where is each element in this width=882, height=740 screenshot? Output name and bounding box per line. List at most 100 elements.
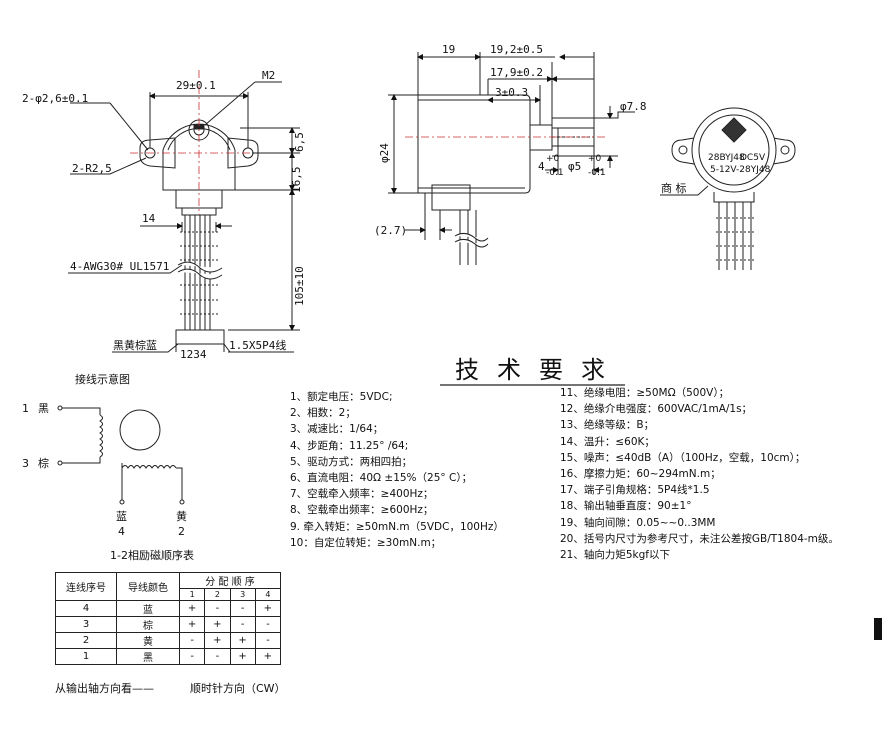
row-step: - bbox=[204, 648, 231, 665]
header-color: 导线颜色 bbox=[116, 572, 180, 601]
dim-27: (2.7) bbox=[374, 224, 407, 237]
pin1-color: 黑 bbox=[38, 402, 49, 415]
row-step: + bbox=[178, 616, 206, 633]
sequence-title: 1-2相励磁顺序表 bbox=[110, 548, 194, 562]
dim-19: 19 bbox=[442, 43, 455, 56]
row-step: + bbox=[229, 632, 256, 649]
dim-h2: 16,5 bbox=[290, 167, 303, 194]
spec-list-right: 11、绝缘电阻：≥50MΩ（500V）； 12、绝缘介电强度：600VAC/1m… bbox=[560, 385, 839, 563]
blue-label: 蓝 bbox=[116, 510, 127, 523]
edge-mark bbox=[874, 618, 882, 640]
dim-3: 3±0.3 bbox=[495, 86, 528, 99]
dim-wire-width: 14 bbox=[142, 212, 156, 225]
row-pin: 4 bbox=[55, 600, 117, 617]
pin-numbers: 1234 bbox=[180, 348, 207, 361]
pin2-number: 2 bbox=[178, 525, 185, 538]
sequence-table: 连线序号 导线颜色 分 配 顺 序 1 2 3 4 4 蓝 + - - + 3 … bbox=[55, 572, 282, 665]
dim-width: 29±0.1 bbox=[176, 79, 216, 92]
header-seq: 分 配 顺 序 bbox=[179, 572, 281, 589]
pin4-number: 4 bbox=[118, 525, 125, 538]
spec-item: 17、端子引角规格：5P4线*1.5 bbox=[560, 484, 710, 497]
row-color: 蓝 bbox=[116, 600, 180, 617]
dim-5-tol-top: +0 bbox=[588, 154, 602, 164]
row-step: - bbox=[178, 648, 206, 665]
spec-item: 16、摩擦力矩：60~294mN.m； bbox=[560, 467, 721, 480]
pin1-number: 1 bbox=[22, 402, 29, 415]
row-step: - bbox=[229, 616, 256, 633]
row-step: - bbox=[229, 600, 256, 617]
spec-item: 14、温升：≤60K； bbox=[560, 435, 655, 448]
spec-item: 4、步距角：11.25° /64; bbox=[290, 439, 409, 452]
spec-item: 20、括号内尺寸为参考尺寸，未注公差按GB/T1804-m级。 bbox=[560, 532, 839, 545]
label-view bbox=[660, 107, 796, 270]
spec-item: 11、绝缘电阻：≥50MΩ（500V）； bbox=[560, 387, 730, 399]
step-header: 2 bbox=[204, 588, 231, 601]
spec-item: 13、绝缘等级：B； bbox=[560, 419, 655, 432]
row-step: + bbox=[204, 616, 231, 633]
label-line-3: 5-12V-28YJ48 bbox=[710, 165, 771, 175]
row-step: + bbox=[254, 600, 282, 617]
footer-right: 顺时针方向（CW） bbox=[190, 682, 286, 695]
dim-m2: M2 bbox=[262, 69, 275, 82]
row-color: 黑 bbox=[116, 648, 180, 665]
pin3-number: 3 bbox=[22, 457, 29, 470]
spec-item: 10：自定位转矩：≥30mN.m； bbox=[290, 536, 442, 549]
label-line-2: DC5V bbox=[740, 153, 766, 163]
wiring-labels: 接线示意图 1 黑 3 棕 蓝 黄 4 2 1-2相励磁顺序表 bbox=[22, 372, 194, 562]
table-row: 1 黑 - - + + bbox=[55, 648, 282, 665]
side-view-labels: 19 19,2±0.5 17,9±0.2 3±0.3 φ7.8 φ24 (2.7… bbox=[374, 43, 647, 237]
spec-item: 9. 牵入转矩：≥50mN.m（5VDC，100Hz） bbox=[290, 520, 504, 533]
step-header: 3 bbox=[229, 588, 256, 601]
spec-list-left: 1、额定电压：5VDC; 2、相数：2； 3、减速比：1/64； 4、步距角：1… bbox=[290, 389, 504, 551]
dim-24: φ24 bbox=[378, 143, 391, 163]
dim-5: φ5 bbox=[568, 160, 581, 173]
row-pin: 1 bbox=[55, 648, 117, 665]
pin3-color: 棕 bbox=[38, 456, 49, 470]
spec-item: 7、空载牵入频率：≥400Hz； bbox=[290, 488, 434, 501]
step-header: 1 bbox=[178, 588, 206, 601]
dim-holes: 2-φ2,6±0.1 bbox=[22, 92, 88, 105]
row-step: - bbox=[254, 616, 282, 633]
spec-item: 1、额定电压：5VDC; bbox=[290, 391, 393, 403]
dim-wire-len: 105±10 bbox=[293, 266, 306, 306]
header-pin: 连线序号 bbox=[55, 572, 117, 601]
dim-78: φ7.8 bbox=[620, 100, 647, 113]
table-row: 4 蓝 + - - + bbox=[55, 600, 282, 617]
row-color: 黄 bbox=[116, 632, 180, 649]
table-row: 3 棕 + + - - bbox=[55, 616, 282, 633]
side-view bbox=[388, 52, 635, 265]
row-pin: 3 bbox=[55, 616, 117, 633]
dim-5-tol-bot: -0.1 bbox=[588, 168, 606, 178]
label-line-1: 28BYJ48 bbox=[708, 153, 745, 163]
row-step: - bbox=[178, 632, 206, 649]
label-view-text: 28BYJ48 DC5V 5-12V-28YJ48 商 标 bbox=[661, 153, 771, 195]
connector-spec: 1.5X5P4线 bbox=[229, 338, 286, 352]
row-step: - bbox=[254, 632, 282, 649]
spec-item: 18、输出轴垂直度：90±1° bbox=[560, 500, 692, 513]
footer-left: 从输出轴方向看—— bbox=[55, 682, 154, 695]
row-step: + bbox=[178, 600, 206, 617]
row-step: + bbox=[229, 648, 256, 665]
spec-item: 3、减速比：1/64； bbox=[290, 423, 384, 436]
dim-radius: 2-R2,5 bbox=[72, 162, 112, 175]
yellow-label: 黄 bbox=[176, 509, 187, 523]
front-view bbox=[68, 70, 300, 353]
dim-179: 17,9±0.2 bbox=[490, 66, 543, 79]
tech-title: 技术要求 bbox=[455, 356, 623, 384]
wiring-title: 接线示意图 bbox=[75, 372, 130, 386]
row-color: 棕 bbox=[116, 616, 180, 633]
wiring-diagram bbox=[57, 405, 185, 505]
row-step: + bbox=[204, 632, 231, 649]
spec-item: 2、相数：2； bbox=[290, 407, 356, 420]
dim-4: 4 bbox=[538, 160, 545, 173]
spec-item: 21、轴向力矩5kgf以下 bbox=[560, 548, 670, 561]
dim-4-tol-bot: -0.1 bbox=[546, 168, 564, 178]
table-row: 2 黄 - + + - bbox=[55, 632, 282, 649]
dim-4-tol-top: +0 bbox=[546, 154, 560, 164]
row-step: - bbox=[204, 600, 231, 617]
spec-item: 15、噪声：≤40dB（A）（100Hz，空载，10cm）； bbox=[560, 451, 806, 464]
spec-item: 5、驱动方式：两相四拍； bbox=[290, 455, 413, 468]
dim-h1: 6,5 bbox=[293, 132, 306, 152]
spec-item: 12、绝缘介电强度：600VAC/1mA/1s； bbox=[560, 403, 753, 416]
